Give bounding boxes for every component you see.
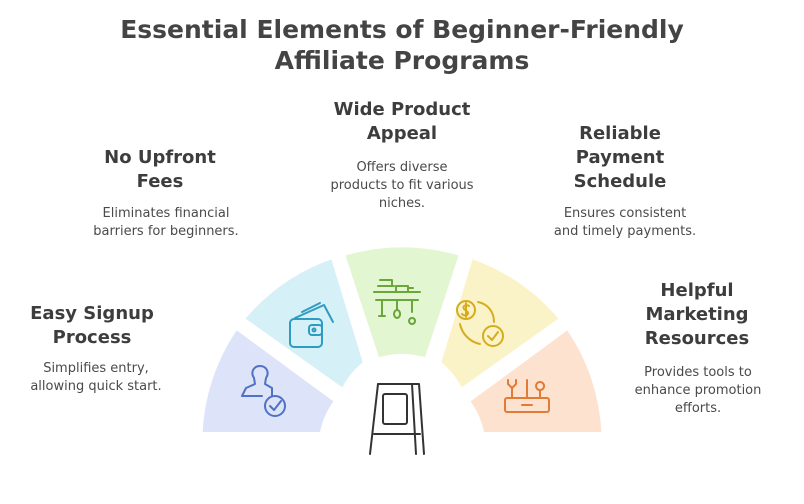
label-easy-signup: Easy Signup Process — [30, 303, 154, 348]
desc-wide-product-appeal: Offers diverse products to fit various n… — [330, 160, 474, 211]
title-line-1: Essential Elements of Beginner-Friendly — [120, 15, 684, 44]
desc-reliable-payment: Ensures consistent and timely payments. — [553, 206, 697, 239]
desc-marketing-resources: Provides tools to enhance promotion effo… — [634, 365, 762, 416]
toolbox-icon — [504, 379, 550, 413]
product-shelf-icon — [373, 279, 421, 325]
a-frame-sign-icon — [369, 383, 425, 455]
wallet-money-icon — [289, 302, 334, 348]
label-wide-product-appeal: Wide Product Appeal — [333, 99, 471, 144]
diagram-title: Essential Elements of Beginner-Friendly … — [0, 14, 804, 76]
coin-check-icon — [456, 300, 504, 347]
user-check-icon — [241, 365, 286, 417]
desc-no-upfront-fees: Eliminates financial barriers for beginn… — [93, 206, 239, 239]
label-marketing-resources: Helpful Marketing Resources — [644, 280, 750, 349]
label-no-upfront-fees: No Upfront Fees — [104, 147, 216, 192]
title-line-2: Affiliate Programs — [274, 46, 530, 75]
segment-wide-product-appeal — [345, 247, 459, 358]
segment-reliable-payment — [441, 259, 559, 388]
desc-easy-signup: Simplifies entry, allowing quick start. — [30, 361, 162, 394]
label-reliable-payment: Reliable Payment Schedule — [573, 123, 667, 192]
segment-marketing-resources — [470, 330, 602, 432]
segment-easy-signup — [202, 330, 334, 432]
segment-no-upfront-fees — [245, 259, 363, 388]
